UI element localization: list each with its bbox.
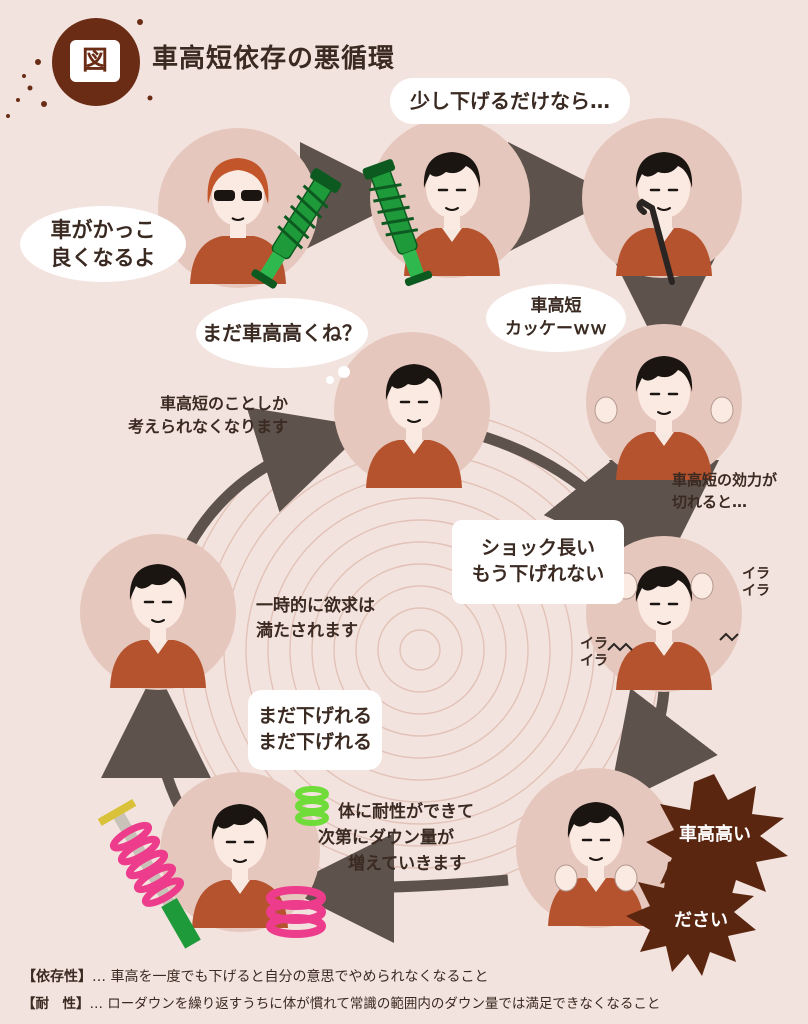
burst-shape-2 (626, 856, 756, 976)
speech-bubble-still-high: まだ車高高くね？ (196, 298, 368, 368)
burst-label-too-high: 車高高い (679, 824, 751, 845)
note-tolerance-1: 体に耐性ができて (338, 802, 474, 822)
footer-tolerance-text: … ローダウンを繰り返すうちに体が慣れて常識の範囲内のダウン量では満足できなくな… (89, 996, 661, 1012)
thought-dots (326, 366, 350, 384)
arrow-to-thinking (183, 407, 368, 551)
note-effect-wears: 車高短の効力が 切れると… (672, 471, 778, 511)
squiggle-icon (607, 632, 739, 652)
coilover-icon-2 (362, 159, 433, 287)
crowbar-icon (636, 198, 675, 285)
footer-dependence-text: … 車高を一度でも下げると自分の意思でやめられなくなること (92, 969, 489, 985)
lime-spring-icon (295, 786, 329, 826)
arrow-to-lowering (284, 832, 509, 943)
footer-dependence-label: 【依存性】 (22, 969, 92, 985)
arrow-to-criticized (607, 688, 718, 809)
footer-tolerance-label: 【耐 性】 (22, 996, 90, 1012)
speech-bubble-can-lower: まだ下げれる まだ下げれる (248, 690, 382, 770)
note-temporary: 一時的に欲求は 満たされます (256, 596, 375, 641)
footer-dependence: 【依存性】… 車高を一度でも下げると自分の意思でやめられなくなること (22, 966, 488, 986)
speech-bubble-just-lower: 少し下げるだけなら… (390, 78, 630, 124)
title-badge: 図 (70, 40, 120, 82)
arrow-to-satisfied (101, 668, 212, 815)
page-title: 車高短依存の悪循環 (152, 44, 396, 74)
note-think-only: 車高短のことしか 考えられなくなります (127, 394, 288, 437)
note-irritated-2: イラ イラ (580, 636, 608, 669)
footer-tolerance: 【耐 性】… ローダウンを繰り返すうちに体が慣れて常識の範囲内のダウン量では満足… (22, 992, 660, 1012)
hands (554, 396, 734, 892)
coilover-icon-1 (251, 168, 342, 289)
arrow-to-irritated (466, 426, 656, 567)
burst-label-lame: ださい (674, 910, 728, 931)
speech-bubble-cool: 車がかっこ 良くなるよ (20, 206, 186, 282)
note-tolerance-2: 次第にダウン量が (318, 828, 454, 848)
note-tolerance-3: 増えていきます (348, 854, 467, 874)
pink-spring-icon (266, 886, 326, 938)
note-irritated-1: イラ イラ (742, 566, 770, 599)
speech-bubble-shock: ショック長い もう下げれない (452, 520, 624, 604)
pink-coilover-icon (97, 798, 201, 949)
flow-arrows (101, 142, 719, 943)
speech-bubble-looks-cool: 車高短 カッケーｗｗ (486, 284, 626, 352)
